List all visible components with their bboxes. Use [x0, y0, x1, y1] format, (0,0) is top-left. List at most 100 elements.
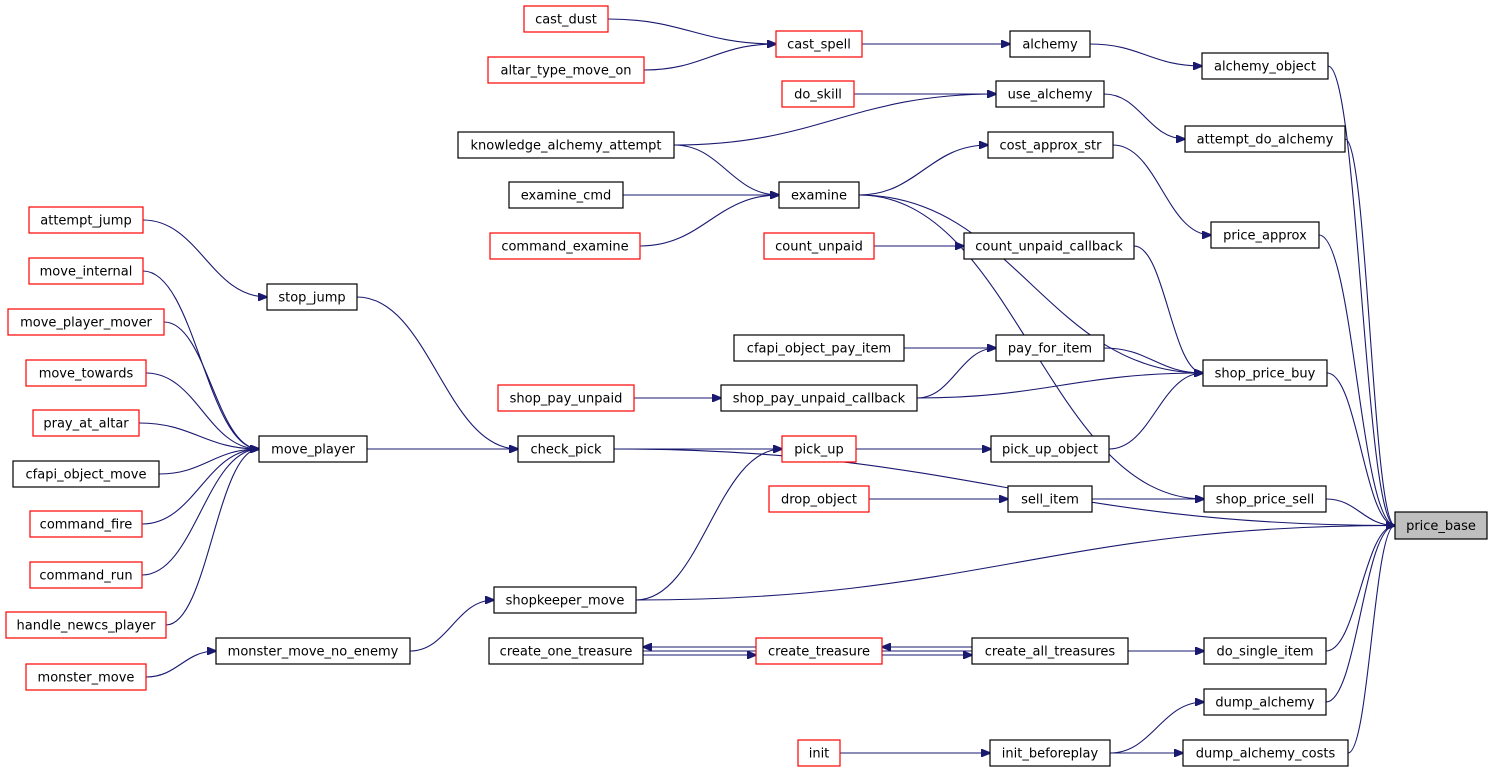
node-label: move_player	[271, 443, 355, 458]
node-count_unpaid[interactable]: count_unpaid	[763, 232, 875, 260]
node-box	[493, 586, 637, 614]
node-cast_spell[interactable]: cast_spell	[775, 30, 863, 58]
node-label: pray_at_altar	[43, 417, 129, 432]
node-cast_dust[interactable]: cast_dust	[523, 5, 609, 33]
node-command_fire[interactable]: command_fire	[29, 510, 143, 538]
node-label: knowledge_alchemy_attempt	[471, 139, 662, 154]
node-monster_move[interactable]: monster_move	[25, 663, 147, 691]
node-command_run[interactable]: command_run	[29, 561, 143, 589]
node-box	[12, 460, 160, 488]
node-box	[768, 485, 870, 513]
node-label: cfapi_object_move	[26, 468, 147, 483]
edge-handle_newcs_player-to-move_player	[165, 449, 259, 626]
node-drop_object[interactable]: drop_object	[768, 485, 870, 513]
node-alchemy[interactable]: alchemy	[1009, 30, 1091, 58]
node-price_base[interactable]: price_base	[1394, 511, 1488, 540]
node-box	[778, 181, 860, 209]
node-shop_price_sell[interactable]: shop_price_sell	[1203, 485, 1327, 513]
node-box	[1203, 637, 1327, 665]
node-box	[995, 80, 1105, 108]
node-pick_up_object[interactable]: pick_up_object	[990, 435, 1110, 463]
node-box	[1007, 485, 1093, 513]
node-attempt_do_alchemy[interactable]: attempt_do_alchemy	[1184, 125, 1346, 153]
edge-do_single_item-to-price_base	[1325, 526, 1395, 652]
edge-dump_alchemy_costs-to-price_base	[1347, 526, 1395, 754]
node-examine_cmd[interactable]: examine_cmd	[508, 181, 624, 209]
edge-monster_move_no_enemy-to-shopkeeper_move	[409, 600, 494, 652]
edge-alchemy_object-to-price_base	[1327, 65, 1395, 526]
node-create_one_treasure[interactable]: create_one_treasure	[488, 637, 644, 665]
node-label: shop_price_buy	[1215, 367, 1316, 382]
node-create_treasure[interactable]: create_treasure	[755, 637, 883, 665]
node-price_approx[interactable]: price_approx	[1210, 221, 1320, 249]
node-box	[720, 384, 918, 412]
node-box	[523, 5, 609, 33]
node-box	[1201, 52, 1329, 80]
node-cfapi_object_move[interactable]: cfapi_object_move	[12, 460, 160, 488]
node-move_internal[interactable]: move_internal	[28, 257, 144, 285]
node-label: handle_newcs_player	[17, 619, 157, 634]
node-shop_pay_unpaid[interactable]: shop_pay_unpaid	[497, 384, 635, 412]
node-create_all_treasures[interactable]: create_all_treasures	[971, 637, 1129, 665]
edge-pay_for_item-to-shop_price_buy	[1103, 347, 1203, 373]
node-box	[266, 283, 358, 311]
node-label: dump_alchemy_costs	[1196, 747, 1336, 762]
node-handle_newcs_player[interactable]: handle_newcs_player	[5, 611, 167, 639]
node-move_player_mover[interactable]: move_player_mover	[7, 308, 165, 336]
node-pay_for_item[interactable]: pay_for_item	[995, 334, 1105, 362]
edge-move_player_mover-to-move_player	[163, 321, 259, 449]
node-dump_alchemy_costs[interactable]: dump_alchemy_costs	[1182, 739, 1349, 767]
node-examine[interactable]: examine	[778, 181, 860, 209]
node-label: pick_up	[794, 443, 844, 458]
edge-attempt_do_alchemy-to-price_base	[1344, 138, 1395, 526]
node-label: move_internal	[40, 265, 133, 280]
node-dump_alchemy[interactable]: dump_alchemy	[1203, 688, 1327, 716]
node-pray_at_altar[interactable]: pray_at_altar	[32, 409, 140, 437]
node-alchemy_object[interactable]: alchemy_object	[1201, 52, 1329, 80]
edge-shop_price_buy-to-price_base	[1326, 372, 1395, 526]
edge-command_examine-to-examine	[639, 195, 779, 247]
node-box	[1203, 688, 1327, 716]
edge-cost_approx_str-to-price_approx	[1112, 144, 1211, 235]
node-shop_pay_unpaid_callback[interactable]: shop_pay_unpaid_callback	[720, 384, 918, 412]
node-box	[258, 435, 368, 463]
node-label: dump_alchemy	[1215, 696, 1315, 711]
node-knowledge_alchemy_attempt[interactable]: knowledge_alchemy_attempt	[457, 131, 675, 159]
nodes-layer: price_base alchemy_object attempt_do_alche…	[5, 5, 1488, 767]
node-altar_type_move_on[interactable]: altar_type_move_on	[487, 56, 645, 84]
edge-altar_type_move_on-to-cast_spell	[643, 44, 776, 71]
node-label: shop_pay_unpaid_callback	[733, 392, 906, 407]
node-check_pick[interactable]: check_pick	[517, 435, 615, 463]
node-do_single_item[interactable]: do_single_item	[1203, 637, 1327, 665]
edge-shopkeeper_move-to-pick_up	[635, 449, 782, 601]
node-label: price_base	[1406, 519, 1476, 534]
node-pick_up[interactable]: pick_up	[781, 435, 857, 463]
node-box	[781, 80, 855, 108]
node-label: create_all_treasures	[985, 645, 1116, 660]
node-command_examine[interactable]: command_examine	[489, 232, 641, 260]
node-cfapi_object_pay_item[interactable]: cfapi_object_pay_item	[733, 334, 905, 362]
node-use_alchemy[interactable]: use_alchemy	[995, 80, 1105, 108]
node-count_unpaid_callback[interactable]: count_unpaid_callback	[963, 232, 1135, 260]
node-shopkeeper_move[interactable]: shopkeeper_move	[493, 586, 637, 614]
node-label: cast_dust	[535, 13, 597, 28]
node-box	[989, 739, 1111, 767]
node-cost_approx_str[interactable]: cost_approx_str	[987, 131, 1114, 159]
node-attempt_jump[interactable]: attempt_jump	[28, 206, 144, 234]
node-box	[457, 131, 675, 159]
node-monster_move_no_enemy[interactable]: monster_move_no_enemy	[215, 637, 411, 665]
node-label: shopkeeper_move	[506, 594, 625, 609]
edge-alchemy-to-alchemy_object	[1089, 43, 1202, 66]
node-init_beforeplay[interactable]: init_beforeplay	[989, 739, 1111, 767]
node-label: shop_pay_unpaid	[510, 392, 623, 407]
node-label: pay_for_item	[1008, 342, 1092, 357]
node-init[interactable]: init	[797, 739, 841, 767]
node-move_towards[interactable]: move_towards	[25, 359, 147, 387]
node-label: price_approx	[1223, 229, 1307, 244]
node-do_skill[interactable]: do_skill	[781, 80, 855, 108]
node-stop_jump[interactable]: stop_jump	[266, 283, 358, 311]
node-shop_price_buy[interactable]: shop_price_buy	[1202, 359, 1328, 387]
node-move_player[interactable]: move_player	[258, 435, 368, 463]
node-sell_item[interactable]: sell_item	[1007, 485, 1093, 513]
